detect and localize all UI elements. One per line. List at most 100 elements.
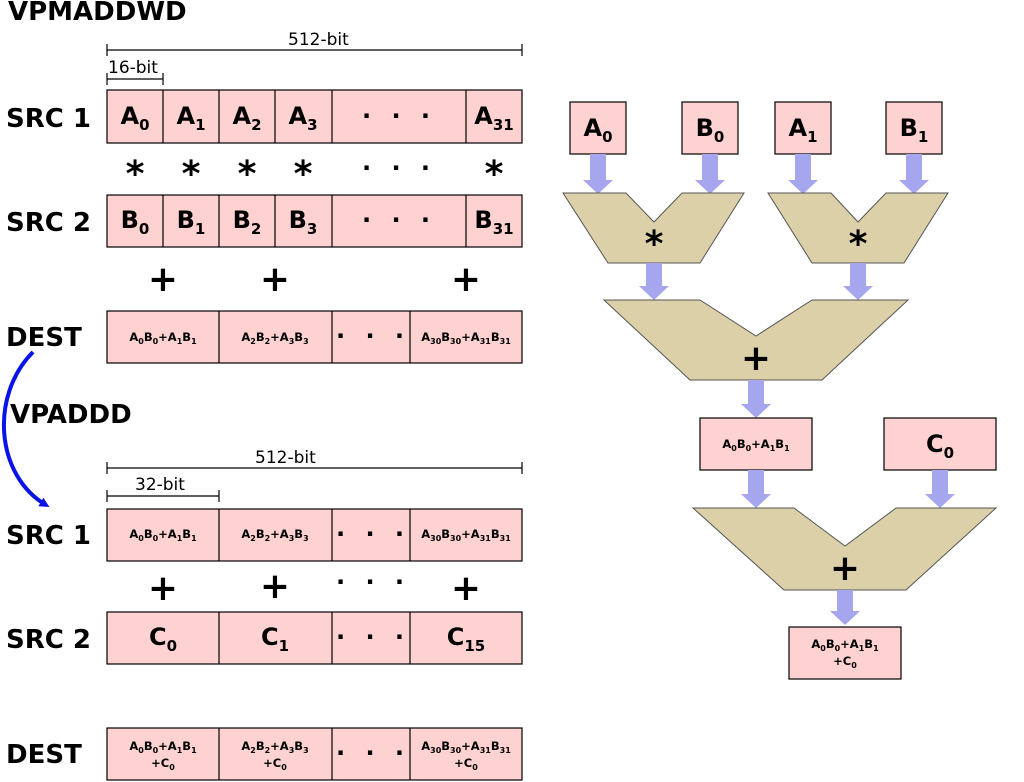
dest-bottom-cell-23: A2B2+A3B3 [241,739,308,755]
mul-op-31: * [485,154,504,195]
dim-16: 16-bit [106,58,164,85]
flow-input-c0-label: C0 [926,430,954,462]
multiplier-unit-0 [562,192,745,264]
src1-bottom-cell-01: A0B0+A1B1 [129,527,197,543]
add-op-23: + [260,259,290,300]
dest-bottom-cell-3031: A30B30+A31B31 [421,739,511,755]
row-label-dest-bottom: DEST [6,740,82,770]
adder-unit-1-op: + [830,548,860,589]
mul-op-3: * [294,154,313,195]
flow-final-result [788,626,902,680]
adder-unit-0 [602,299,910,381]
add-op-3031: + [451,259,481,300]
ellipsis-src2: · · · [362,206,436,234]
flow-input-b1-label: B1 [900,114,929,146]
ellipsis-src1-bottom: · · · [336,520,410,548]
dest-top-cell-01: A0B0+A1B1 [129,330,197,346]
ellipsis-dest-bottom: · · · [336,739,410,767]
add-op-01: + [148,259,178,300]
ellipsis-src1: · · · [362,102,436,130]
cell-a31: A31 [474,102,513,134]
dim-16-label: 16-bit [108,58,158,78]
multiplier-unit-1-op: * [849,224,868,265]
add-op-bottom-1: + [260,566,290,607]
flow-input-b1 [885,101,943,155]
dest-bottom-cell-3031-c: +C0 [454,756,478,772]
mul-op-2: * [238,154,257,195]
cell-b0: B0 [121,206,150,238]
flow-arrow-a1 [788,154,818,194]
cell-a1: A1 [176,102,205,134]
cell-c0: C0 [149,623,177,655]
dim-32-label: 32-bit [135,475,185,495]
add-op-bottom-0: + [148,568,178,609]
flow-input-a1 [774,101,832,155]
src1-bottom-cell-23: A2B2+A3B3 [241,527,308,543]
flow-arrow-add1-out [830,590,860,625]
cell-b31: B31 [474,206,513,238]
flow-result-a0b0-a1b1 [699,417,813,471]
multiplier-unit-0-op: * [645,224,664,265]
flow-arrow-b1 [899,154,929,194]
flow-arrow-result-to-add1 [741,470,771,508]
dest-bottom-cell-01: A0B0+A1B1 [129,739,197,755]
flow-input-b0-label: B0 [696,114,725,146]
flow-arrow-mul0-out [639,263,669,300]
src1-bottom-cell-3031: A30B30+A31B31 [421,527,511,543]
flow-arrow-add0-out [741,380,771,418]
flow-input-c0 [883,417,997,471]
dest-register-top [106,310,523,364]
cell-b2: B2 [233,206,262,238]
dim-32: 32-bit [106,475,220,502]
row-label-src1-bottom: SRC 1 [6,521,91,551]
cell-a0: A0 [120,102,149,134]
flow-final-result-line2: +C0 [833,654,857,670]
adder-unit-0-op: + [741,338,771,379]
vpaddd-title: VPADDD [10,400,132,430]
flow-input-a0 [569,101,627,155]
src1-register-bottom [106,508,523,562]
row-label-src2-bottom: SRC 2 [6,625,91,655]
flow-arrow-a0 [583,154,613,194]
ellipsis-dest-top: · · · [336,322,410,350]
cell-c15: C15 [447,623,486,655]
add-op-bottom-15: + [451,568,481,609]
dest-register-bottom [106,727,523,781]
adder-unit-1 [691,507,998,591]
flow-arrow-c0-to-add1 [925,470,955,508]
row-label-src1-top: SRC 1 [6,104,91,134]
flow-result-a0b0-a1b1-label: A0B0+A1B1 [722,437,790,453]
cell-a3: A3 [288,102,317,134]
ellipsis-mul: · · · [362,154,436,182]
dim-512-top: 512-bit [106,30,523,56]
mul-op-1: * [182,154,201,195]
dim-512-bottom-label: 512-bit [255,448,316,468]
row-label-src2-top: SRC 2 [6,208,91,238]
flow-arrow-b0 [695,154,725,194]
src2-register [106,194,523,248]
flow-final-result-line1: A0B0+A1B1 [811,637,879,653]
mul-op-0: * [126,154,145,195]
dest-top-cell-23: A2B2+A3B3 [241,330,308,346]
ellipsis-src2-bottom: · · · [336,623,410,651]
flow-input-a1-label: A1 [788,114,817,146]
cell-b3: B3 [289,206,318,238]
cell-b1: B1 [177,206,206,238]
flow-input-a0-label: A0 [583,114,612,146]
dim-512-top-label: 512-bit [288,30,349,50]
flow-arrow-mul1-out [843,263,873,300]
vpmaddwd-title: VPMADDWD [8,0,187,27]
dest-bottom-cell-23-c: +C0 [263,756,287,772]
dest-top-cell-3031: A30B30+A31B31 [421,330,511,346]
dim-512-bottom: 512-bit [106,448,523,474]
row-label-dest-top: DEST [6,323,82,353]
multiplier-unit-1 [767,192,949,264]
dest-to-src1-arrow [1,350,50,508]
dest-bottom-cell-01-c: +C0 [151,756,175,772]
src1-register [106,89,523,144]
cell-c1: C1 [261,623,289,655]
cell-a2: A2 [232,102,261,134]
ellipsis-add-bottom: · · · [336,568,410,596]
